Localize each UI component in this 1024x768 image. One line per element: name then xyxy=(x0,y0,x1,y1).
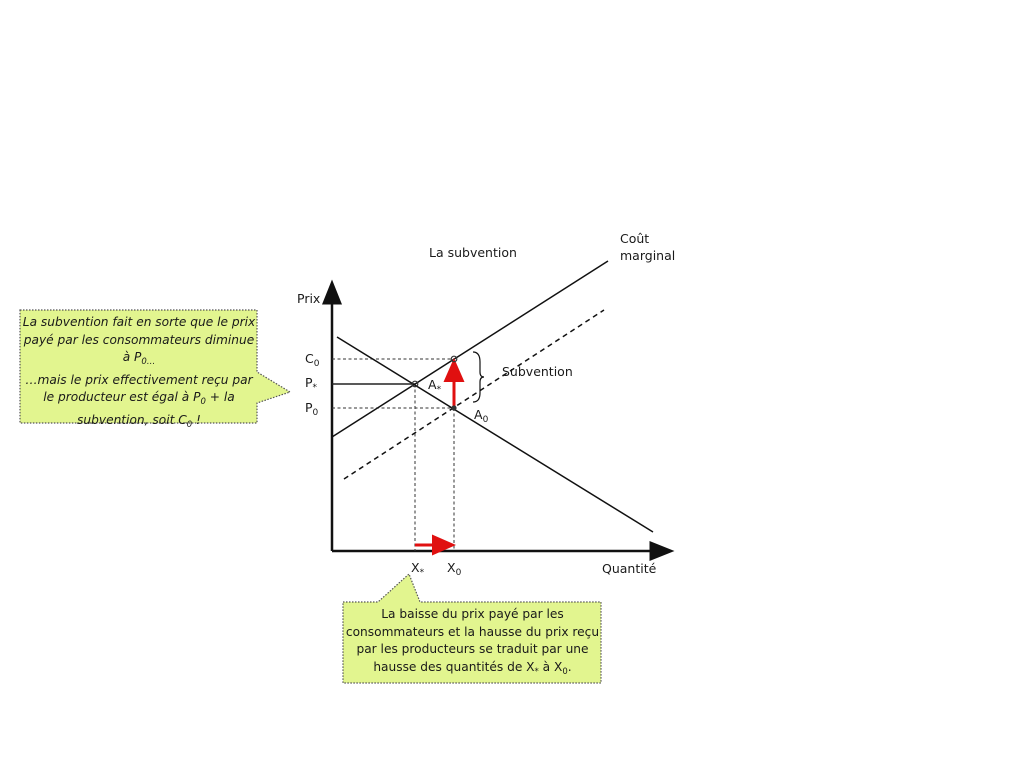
x0-letter: X xyxy=(447,560,456,575)
pstar-letter: P xyxy=(305,375,313,390)
left-callout-line: à P0… xyxy=(122,350,156,367)
subsidized-supply-curve xyxy=(343,309,605,480)
x-axis-label: Quantité xyxy=(602,561,657,576)
point-c0 xyxy=(450,355,458,363)
a0-letter: A xyxy=(474,407,483,422)
astar-sub: * xyxy=(436,385,442,395)
supply-label-line1: Coût xyxy=(620,231,650,246)
supply-label: Coût marginal xyxy=(620,230,675,264)
c0-label: C0 xyxy=(305,352,319,371)
a0-label: A0 xyxy=(474,408,488,427)
bottom-callout-box xyxy=(342,572,602,684)
point-a0 xyxy=(451,405,457,411)
p0-sub: 0 xyxy=(312,408,319,418)
left-callout-line: …mais le prix effectivement reçu par xyxy=(25,372,253,387)
slide-title: La subvention xyxy=(429,245,517,260)
a0-sub: 0 xyxy=(482,415,489,425)
point-astar xyxy=(411,380,419,388)
xstar-sub: * xyxy=(419,568,425,578)
pstar-label: P* xyxy=(305,376,317,395)
bottom-callout-line: hausse des quantités de X* à X0. xyxy=(373,659,572,677)
bottom-callout-line: par les producteurs se traduit par une xyxy=(356,642,589,656)
xstar-letter: X xyxy=(411,560,420,575)
supply-label-line2: marginal xyxy=(620,248,676,263)
left-callout-line: La subvention fait en sorte que le prix xyxy=(22,315,256,329)
y-axis-label: Prix xyxy=(297,291,321,306)
bottom-callout-line: consommateurs et la hausse du prix reçu xyxy=(345,624,600,639)
pstar-sub: * xyxy=(312,383,318,393)
left-callout-text: La subvention fait en sorte que le prix … xyxy=(22,314,256,434)
astar-letter: A xyxy=(428,377,437,392)
left-callout-line: payé par les consommateurs diminue xyxy=(23,332,255,347)
demand-curve xyxy=(336,336,654,533)
xstar-label: X* xyxy=(411,561,424,580)
subsidy-label: Subvention xyxy=(502,364,573,379)
bottom-callout-text: La baisse du prix payé par les consommat… xyxy=(345,606,600,681)
left-callout-box xyxy=(19,309,292,424)
astar-label: A* xyxy=(428,378,441,397)
bottom-callout-line: La baisse du prix payé par les xyxy=(381,607,564,621)
left-callout-line: le producteur est égal à P0 + la xyxy=(43,390,235,407)
marginal-cost-curve xyxy=(331,260,609,438)
c0-sub: 0 xyxy=(313,359,320,369)
subsidy-brace xyxy=(472,351,485,403)
p0-letter: P xyxy=(305,400,313,415)
c0-letter: C xyxy=(305,351,314,366)
x0-label: X0 xyxy=(447,561,461,580)
x0-sub: 0 xyxy=(455,568,462,578)
p0-label: P0 xyxy=(305,401,318,420)
left-callout-line: subvention, soit C0 ! xyxy=(77,412,201,430)
